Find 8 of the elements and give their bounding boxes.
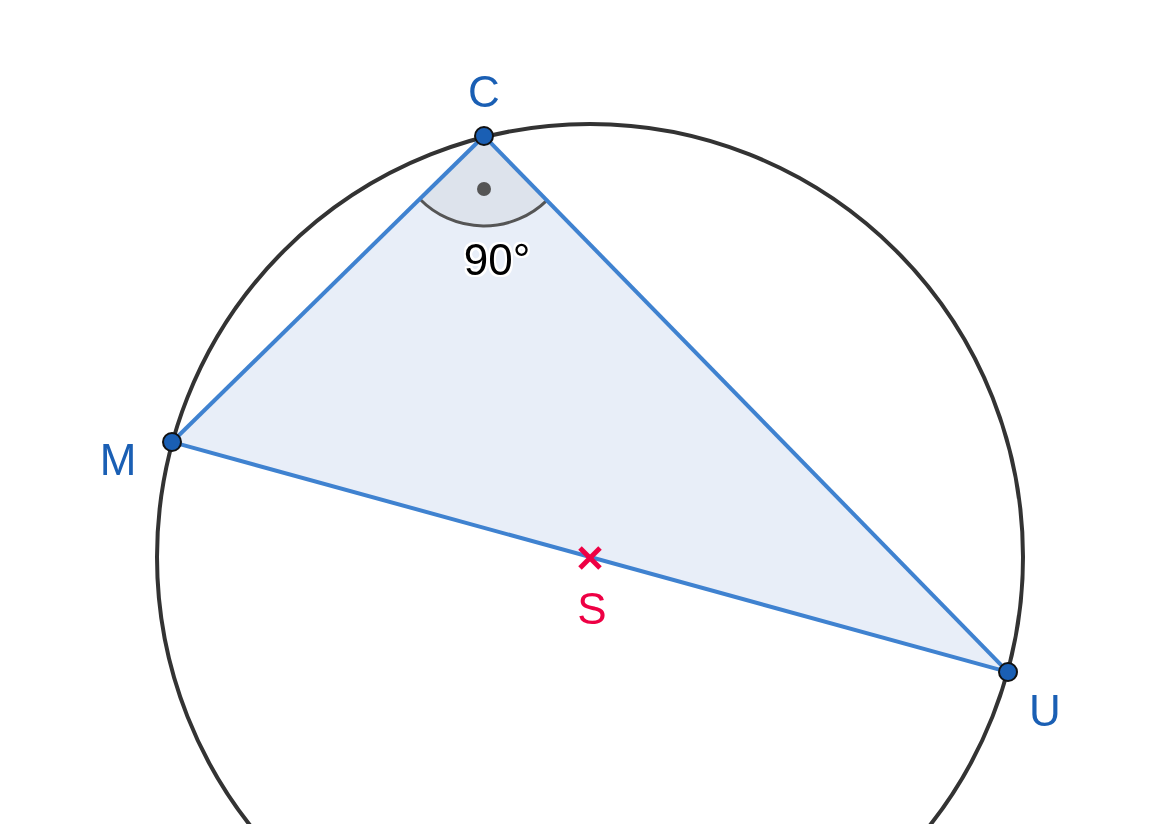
angle-label: 90° (463, 238, 531, 282)
center-label: S (577, 587, 607, 631)
line-segment (488, 141, 1004, 667)
line-segment (177, 140, 479, 438)
point-label: M (99, 438, 137, 482)
point-label: C (468, 70, 500, 114)
line-segment (180, 442, 1000, 672)
point-label: U (1029, 689, 1061, 733)
